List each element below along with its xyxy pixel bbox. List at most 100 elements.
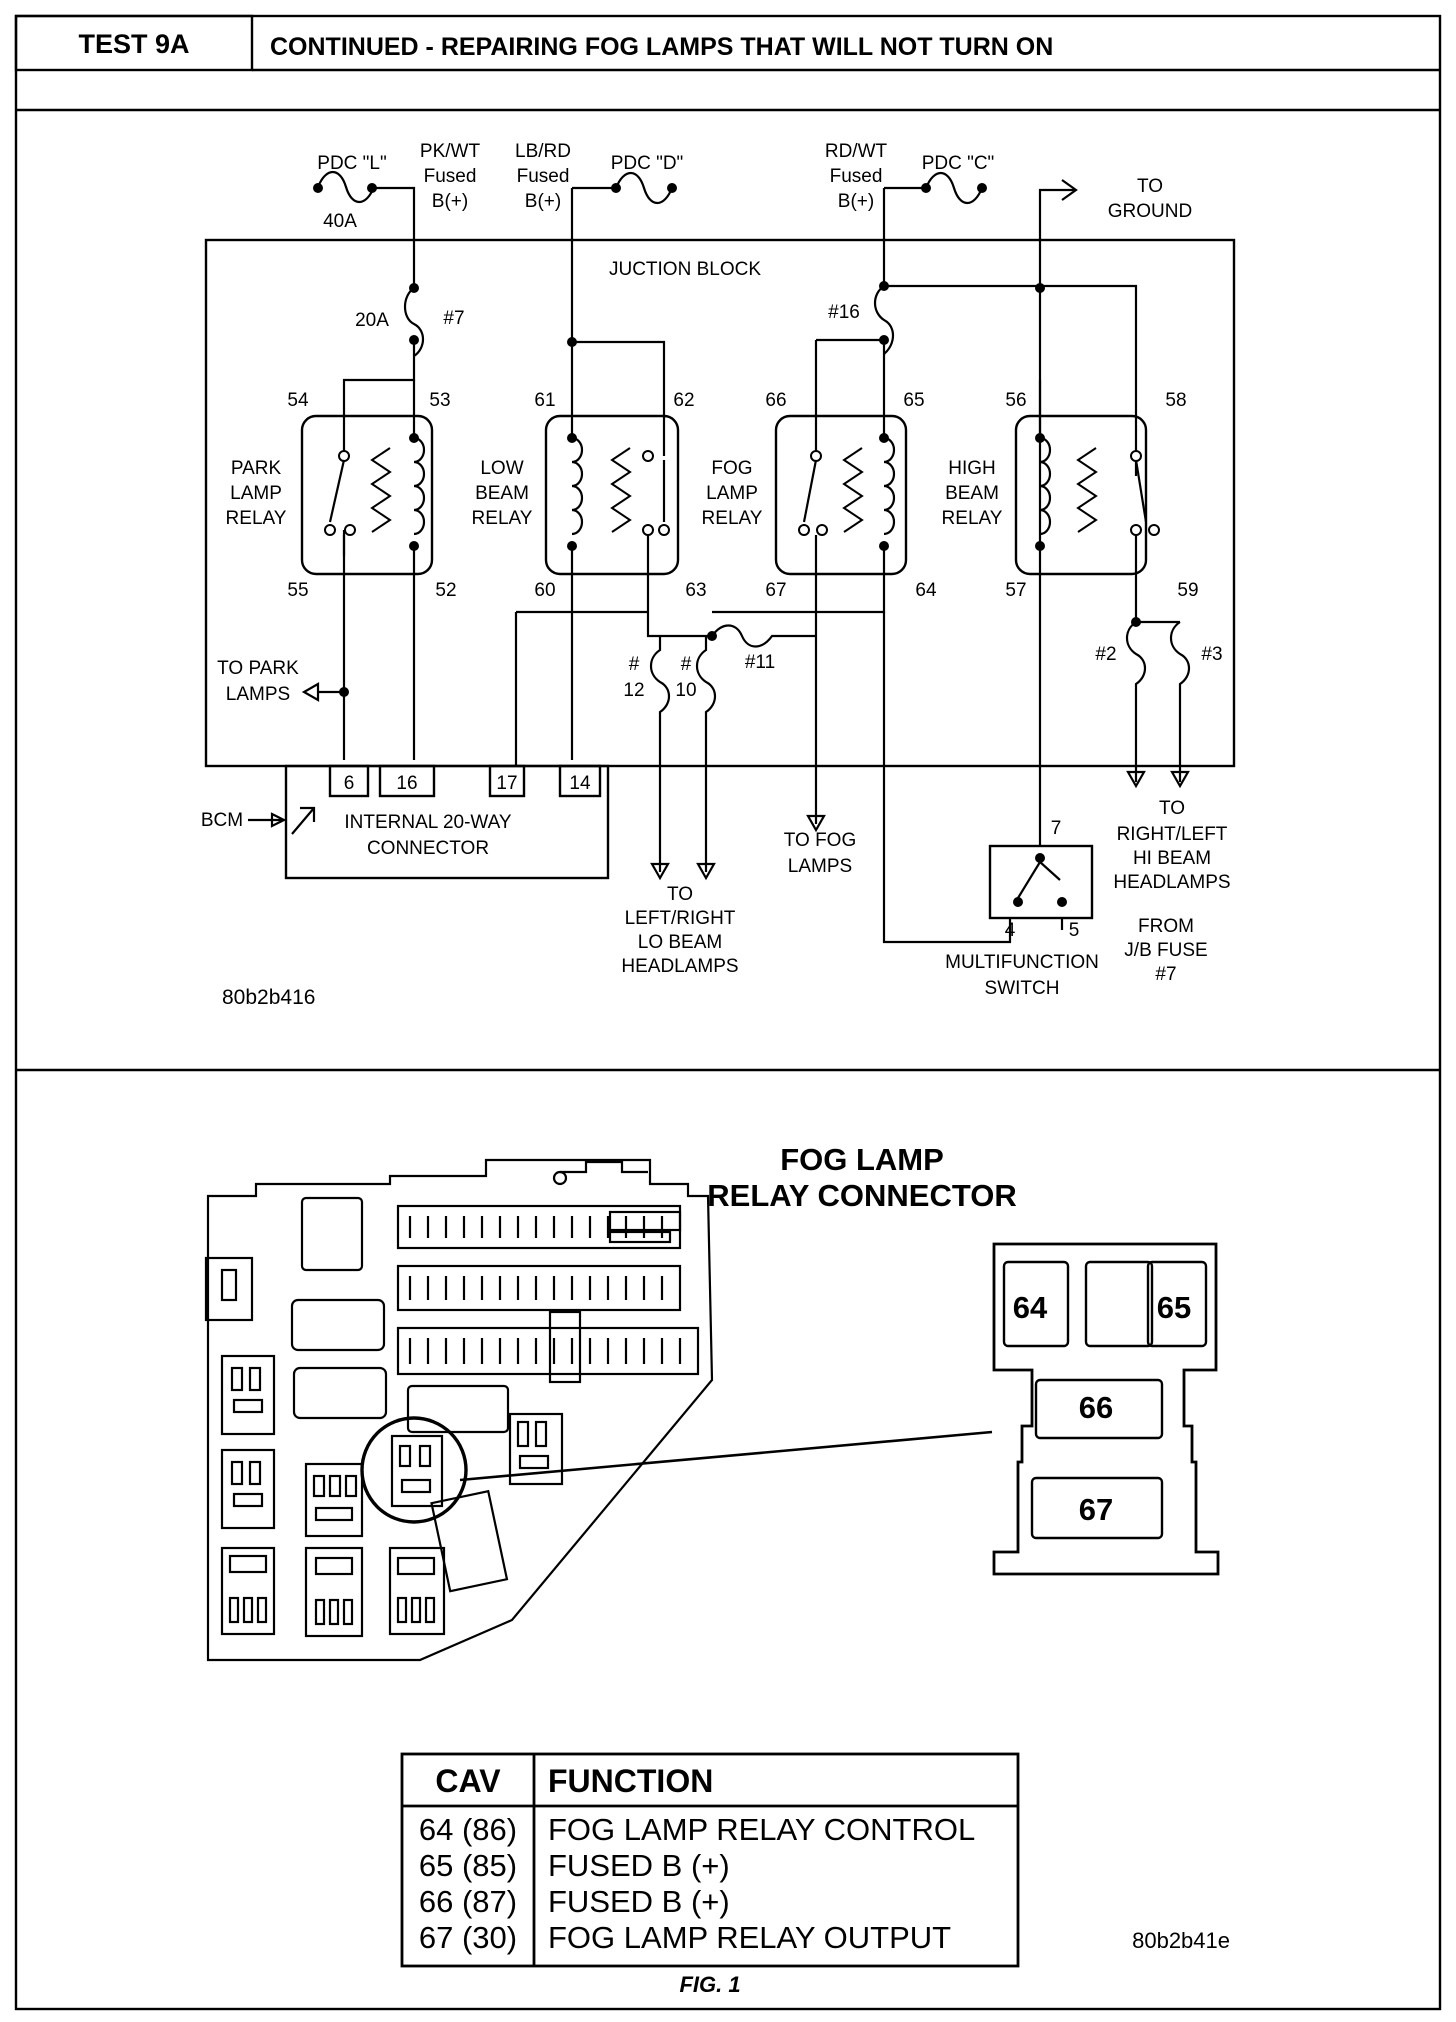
cavity-64-label: 64 — [1013, 1290, 1048, 1325]
schematic-figure-code: 80b2b416 — [222, 986, 315, 1009]
junction-block — [204, 238, 1236, 768]
switch-from-2: J/B FUSE — [1124, 940, 1207, 961]
low-relay-label-1: LOW — [480, 458, 523, 479]
leader-line — [459, 1430, 993, 1482]
multifunction-switch — [988, 844, 1094, 920]
to-ground-label: TO — [1137, 176, 1163, 197]
switch-pin-7: 7 — [1051, 818, 1062, 839]
fuse-12-label: # — [629, 654, 640, 675]
wiring-schematic: JUCTION BLOCK PDC "L" 40A PK/WT Fused B(… — [201, 141, 1236, 1009]
bcm-label: BCM — [201, 810, 243, 831]
pin-62: 62 — [673, 390, 694, 411]
cavity-66 — [1034, 1378, 1164, 1440]
fuse-7-label: #7 — [443, 308, 464, 329]
table-row-function: FUSED B (+) — [548, 1848, 730, 1883]
lo-beam-output-3: LO BEAM — [638, 932, 722, 953]
park-lamps-output: TO PARK — [217, 658, 299, 679]
bcm-pin-17: 17 — [496, 773, 517, 794]
bcm-pin-14: 14 — [569, 773, 591, 794]
pin-52: 52 — [435, 580, 456, 601]
hi-beam-output-1: TO — [1159, 798, 1185, 819]
pin-53: 53 — [429, 390, 450, 411]
switch-pin-5: 5 — [1069, 920, 1080, 941]
park-relay-label-1: PARK — [231, 458, 282, 479]
pin-59: 59 — [1177, 580, 1198, 601]
fuse-16-label: #16 — [828, 302, 860, 323]
pdc-l-amp: 40A — [323, 211, 357, 232]
high-relay-label-3: RELAY — [942, 508, 1003, 529]
figure-caption: FIG. 1 — [679, 1972, 740, 1997]
pin-65: 65 — [903, 390, 924, 411]
test-id-box — [14, 14, 254, 72]
low-beam-relay — [544, 414, 680, 576]
junction-block-label: JUCTION BLOCK — [609, 259, 761, 280]
fog-relay-label-3: RELAY — [702, 508, 763, 529]
low-relay-label-3: RELAY — [472, 508, 533, 529]
lo-beam-output-1: TO — [667, 884, 693, 905]
pin-57: 57 — [1005, 580, 1026, 601]
table-row-cav: 64 (86) — [419, 1812, 517, 1847]
lo-beam-output-2: LEFT/RIGHT — [625, 908, 736, 929]
switch-from-1: FROM — [1138, 916, 1194, 937]
lbrd-b: B(+) — [525, 191, 561, 212]
connector-title-1: FOG LAMP — [780, 1142, 944, 1177]
connector-figure-code: 80b2b41e — [1132, 1928, 1230, 1953]
table-row-cav: 67 (30) — [419, 1920, 517, 1955]
cavity-67 — [1030, 1476, 1164, 1540]
table-header-cav: CAV — [435, 1763, 501, 1799]
fog-relay-label-2: LAMP — [706, 483, 758, 504]
pin-55: 55 — [287, 580, 308, 601]
table-row-function: FOG LAMP RELAY CONTROL — [548, 1812, 975, 1847]
lbrd-fused: Fused — [517, 166, 570, 187]
fuse-7-amp: 20A — [355, 310, 389, 331]
high-beam-relay — [1014, 414, 1148, 576]
low-relay-label-2: BEAM — [475, 483, 529, 504]
switch-label-2: SWITCH — [985, 978, 1060, 999]
park-lamp-relay — [300, 414, 434, 576]
page-border — [14, 14, 1442, 2011]
fuse-10-number: 10 — [675, 680, 696, 701]
table-row-function: FUSED B (+) — [548, 1884, 730, 1919]
fog-relay-location-circle — [360, 1416, 468, 1524]
page-title: CONTINUED - REPAIRING FOG LAMPS THAT WIL… — [270, 33, 1053, 61]
test-id: TEST 9A — [78, 29, 189, 59]
fuse-12-number: 12 — [623, 680, 644, 701]
cavity-function-table: CAV FUNCTION 64 (86) FOG LAMP RELAY CONT… — [400, 1752, 1020, 1968]
pin-54: 54 — [287, 390, 309, 411]
bcm-pin-6: 6 — [344, 773, 355, 794]
pin-58: 58 — [1165, 390, 1186, 411]
park-relay-label-3: RELAY — [226, 508, 287, 529]
rdwt-label: RD/WT — [825, 141, 888, 162]
cavity-64 — [1002, 1260, 1070, 1348]
bcm-connector-label-1: INTERNAL 20-WAY — [344, 812, 511, 833]
switch-pin-4: 4 — [1005, 920, 1016, 941]
bcm-connector — [284, 764, 610, 880]
high-relay-label-2: BEAM — [945, 483, 999, 504]
switch-from-3: #7 — [1155, 964, 1176, 985]
bcm-connector-label-2: CONNECTOR — [367, 838, 489, 859]
pdc-l-label: PDC "L" — [317, 153, 386, 174]
fuse-3-label: #3 — [1201, 644, 1222, 665]
fuse-11-label: #11 — [745, 652, 775, 673]
rdwt-fused: Fused — [830, 166, 883, 187]
cavity-empty — [1084, 1260, 1154, 1348]
lbrd-label: LB/RD — [515, 141, 571, 162]
junction-block-illustration — [204, 1158, 714, 1662]
pin-64: 64 — [915, 580, 937, 601]
fog-lamps-output-1: TO FOG — [784, 830, 856, 851]
table-header-function: FUNCTION — [548, 1763, 713, 1799]
table-row-cav: 65 (85) — [419, 1848, 517, 1883]
fog-relay-label-1: FOG — [711, 458, 752, 479]
pin-61: 61 — [534, 390, 555, 411]
pdc-c-label: PDC "C" — [922, 153, 995, 174]
pkwt-b: B(+) — [432, 191, 468, 212]
pin-56: 56 — [1005, 390, 1026, 411]
pin-63: 63 — [685, 580, 706, 601]
high-relay-label-1: HIGH — [948, 458, 996, 479]
hi-beam-output-3: HI BEAM — [1133, 848, 1211, 869]
pin-66: 66 — [765, 390, 786, 411]
to-ground-label-2: GROUND — [1108, 201, 1192, 222]
cavity-65-label: 65 — [1157, 1290, 1191, 1325]
pin-60: 60 — [534, 580, 555, 601]
